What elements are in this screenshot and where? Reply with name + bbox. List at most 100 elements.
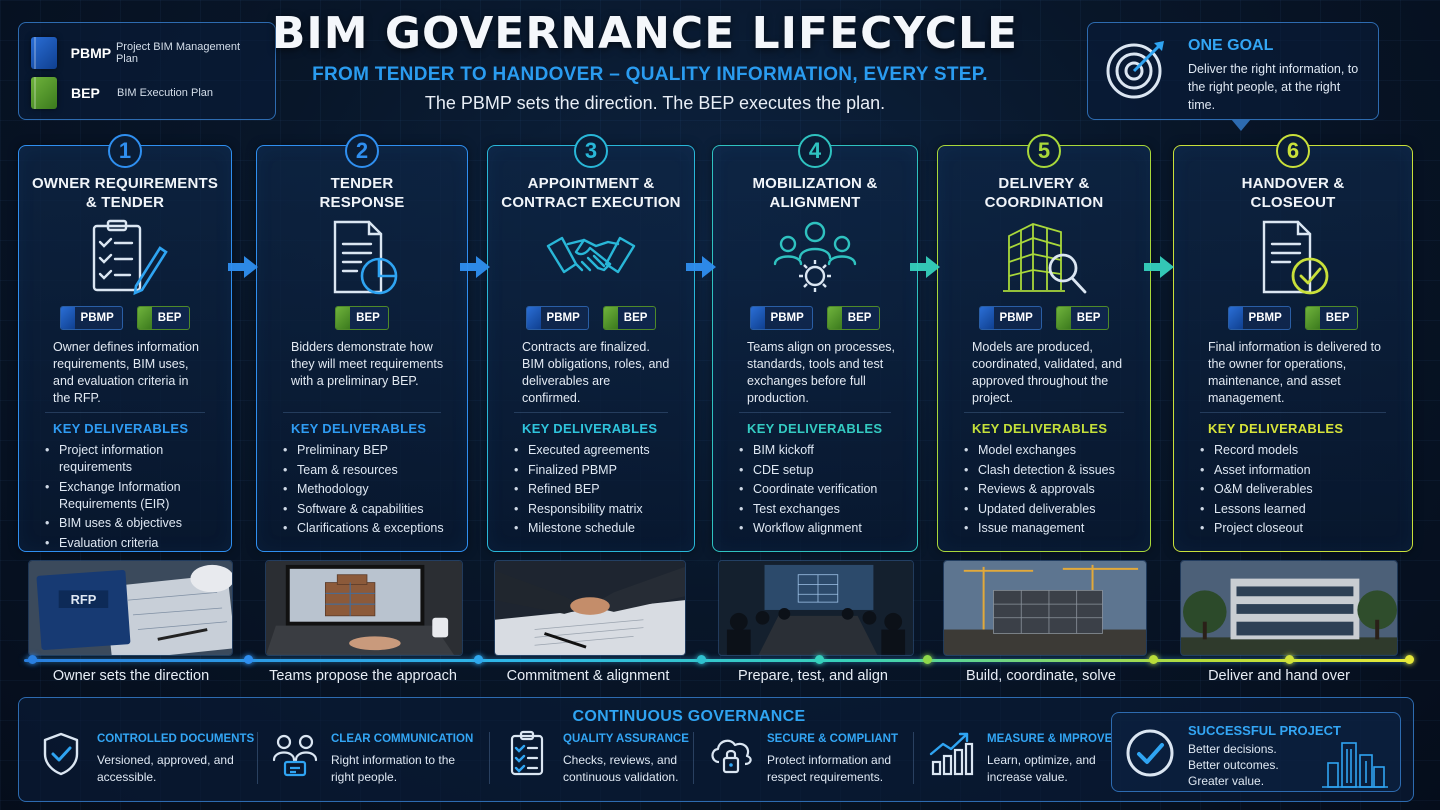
plan-tags: PBMP BEP xyxy=(938,306,1150,330)
right-arrow-icon xyxy=(458,253,492,281)
phase-title: MOBILIZATION & ALIGNMENT xyxy=(713,174,917,212)
phase-title-line: OWNER REQUIREMENTS xyxy=(31,175,219,192)
divider xyxy=(45,412,205,413)
timeline-label: Owner sets the direction xyxy=(52,668,210,684)
deliverable-item: Model exchanges xyxy=(964,442,1136,459)
legend-abbr: PBMP xyxy=(70,45,112,61)
right-arrow-icon xyxy=(1142,253,1176,281)
timeline-dot xyxy=(28,655,37,664)
deliverable-item: Executed agreements xyxy=(514,442,680,459)
success-line: Better outcomes. xyxy=(1188,758,1279,772)
continuous-governance-bar: CONTINUOUS GOVERNANCE CONTROLLED DOCUMEN… xyxy=(18,697,1414,802)
phase-title-line: CLOSEOUT xyxy=(1250,194,1336,211)
key-deliverables-heading: KEY DELIVERABLES xyxy=(522,421,658,436)
blue-book-icon xyxy=(60,307,75,329)
team-gear-icon xyxy=(770,218,860,298)
deliverables-list: Project information requirementsExchange… xyxy=(45,442,217,554)
rfp-document-photo: RFP xyxy=(28,560,233,656)
divider xyxy=(693,732,694,784)
phase-title-line: COORDINATION xyxy=(984,194,1104,211)
governance-item: MEASURE & IMPROVE Learn, optimize, and i… xyxy=(927,724,1137,794)
green-book-icon xyxy=(603,307,618,329)
tag-label: PBMP xyxy=(80,312,114,324)
bep-tag: BEP xyxy=(602,306,657,330)
divider xyxy=(913,732,914,784)
finished-building-photo xyxy=(1180,560,1398,656)
deliverable-item: Asset information xyxy=(1200,462,1398,479)
pbmp-tag: PBMP xyxy=(1227,306,1291,330)
document-pie-chart-icon xyxy=(317,218,407,298)
plan-tags: PBMP BEP xyxy=(1174,306,1412,330)
blue-book-icon xyxy=(1228,307,1243,329)
key-deliverables-heading: KEY DELIVERABLES xyxy=(747,421,883,436)
timeline-label: Commitment & alignment xyxy=(506,668,670,684)
handshake-contract-photo xyxy=(494,560,686,656)
pbmp-tag: PBMP xyxy=(749,306,813,330)
deliverable-item: Workflow alignment xyxy=(739,520,903,537)
bep-tag: BEP xyxy=(136,306,191,330)
governance-item-title: SECURE & COMPLIANT xyxy=(767,733,898,745)
timeline-dot xyxy=(697,655,706,664)
deliverable-item: Record models xyxy=(1200,442,1398,459)
deliverable-item: Updated deliverables xyxy=(964,501,1136,518)
phase-title: APPOINTMENT & CONTRACT EXECUTION xyxy=(488,174,694,212)
bep-tag: BEP xyxy=(335,306,389,330)
phase-number: 1 xyxy=(108,134,142,168)
plan-tags: BEP xyxy=(257,306,467,330)
deliverable-item: Reviews & approvals xyxy=(964,481,1136,498)
deliverables-list: Model exchangesClash detection & issuesR… xyxy=(964,442,1136,540)
svg-text:RFP: RFP xyxy=(71,592,97,607)
deliverable-item: O&M deliverables xyxy=(1200,481,1398,498)
key-deliverables-heading: KEY DELIVERABLES xyxy=(972,421,1108,436)
goal-text: Deliver the right information, to the ri… xyxy=(1188,62,1359,112)
bep-tag: BEP xyxy=(1304,306,1359,330)
plan-tags: PBMP BEP xyxy=(19,306,231,330)
bep-tag: BEP xyxy=(1055,306,1110,330)
phase-number: 4 xyxy=(798,134,832,168)
deliverable-item: Project closeout xyxy=(1200,520,1398,537)
tag-label: BEP xyxy=(623,312,648,324)
plan-tags: PBMP BEP xyxy=(488,306,694,330)
deliverable-item: BIM uses & objectives xyxy=(45,515,217,532)
deliverable-item: Refined BEP xyxy=(514,481,680,498)
target-icon xyxy=(1106,41,1164,99)
tag-label: PBMP xyxy=(546,312,580,324)
pbmp-tag: PBMP xyxy=(978,306,1042,330)
phase-title-line: HANDOVER & xyxy=(1241,175,1345,192)
legend-desc: Project BIM Management Plan xyxy=(115,41,241,65)
tag-label: PBMP xyxy=(999,312,1033,324)
legend: PBMP Project BIM Management Plan BEP BIM… xyxy=(18,22,276,120)
deliverable-item: Milestone schedule xyxy=(514,520,680,537)
successful-project-box: SUCCESSFUL PROJECT Better decisions. Bet… xyxy=(1111,712,1401,792)
blue-book-icon xyxy=(526,307,541,329)
deliverable-item: Lessons learned xyxy=(1200,501,1398,518)
clipboard-checklist-icon xyxy=(80,218,170,298)
phase-card-2: 2 TENDER RESPONSE BEP Bidders demonstrat… xyxy=(256,134,468,552)
timeline-dot xyxy=(474,655,483,664)
governance-item: CLEAR COMMUNICATION Right information to… xyxy=(271,724,481,794)
timeline-line xyxy=(24,659,1410,662)
tag-label: BEP xyxy=(1076,312,1101,324)
phase-description: Owner defines information requirements, … xyxy=(53,340,199,405)
page-title: BIM GOVERNANCE LIFECYCLE xyxy=(271,8,1019,59)
phase-title-line: APPOINTMENT & xyxy=(527,175,655,192)
blue-book-icon xyxy=(750,307,765,329)
success-title: SUCCESSFUL PROJECT xyxy=(1188,723,1341,738)
timeline-label: Build, coordinate, solve xyxy=(966,668,1116,684)
governance-item-text: Protect information and respect requirem… xyxy=(767,753,892,784)
green-book-icon xyxy=(1056,307,1071,329)
divider xyxy=(964,412,1124,413)
construction-site-photo xyxy=(943,560,1147,656)
deliverables-list: BIM kickoffCDE setupCoordinate verificat… xyxy=(739,442,903,540)
deliverable-item: Team & resources xyxy=(283,462,453,479)
phase-title: DELIVERY & COORDINATION xyxy=(938,174,1150,212)
deliverable-item: Exchange Information Requirements (EIR) xyxy=(45,479,217,513)
page-tagline: The PBMP sets the direction. The BEP exe… xyxy=(424,93,886,113)
goal-pointer xyxy=(1231,119,1251,131)
timeline-dot xyxy=(1285,655,1294,664)
phase-title: TENDER RESPONSE xyxy=(257,174,467,212)
